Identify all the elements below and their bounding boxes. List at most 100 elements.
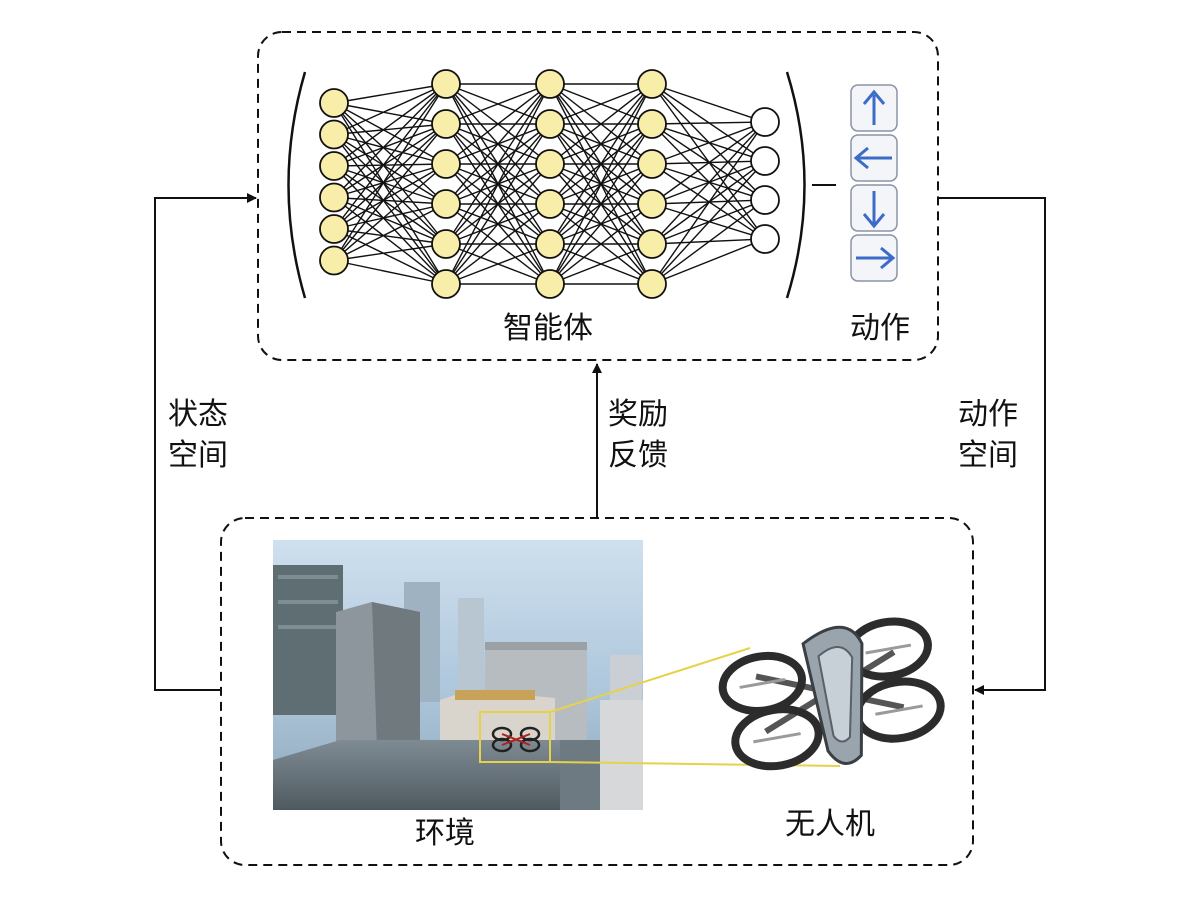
arrow-left-icon: [850, 134, 898, 182]
network-edge: [333, 163, 447, 167]
network-edge: [333, 123, 447, 199]
action-space-label-line1: 动作: [958, 397, 1018, 432]
action-space-label-line2: 空间: [958, 438, 1018, 473]
network-edge: [549, 83, 653, 285]
state-space-label-line2: 空间: [168, 438, 228, 473]
hidden-neuron: [431, 149, 461, 179]
network-edge: [651, 121, 766, 285]
network-right-bracket: [785, 71, 806, 299]
hidden-neuron: [319, 182, 349, 213]
output-neuron: [750, 146, 780, 176]
network-edge: [445, 83, 551, 285]
network-edge: [333, 203, 447, 230]
network-edge: [651, 121, 766, 245]
agent-box: [257, 31, 939, 361]
hidden-neuron: [431, 69, 461, 99]
network-edge: [549, 83, 653, 205]
drone-image: [718, 617, 945, 771]
network-edge: [333, 102, 447, 125]
network-edge: [549, 123, 653, 285]
network-edge: [549, 83, 653, 245]
city-scene-image: [273, 540, 643, 810]
network-edge: [333, 203, 447, 262]
hidden-neuron: [637, 229, 667, 259]
network-edge: [333, 133, 447, 205]
network-edge: [651, 160, 766, 285]
state-space-label-line1: 状态: [168, 397, 228, 432]
hidden-neuron: [319, 214, 349, 244]
hidden-neuron: [637, 189, 667, 219]
network-edge: [549, 83, 653, 125]
network-edge: [651, 238, 766, 285]
network-edge: [333, 83, 447, 230]
drone-highlight-box: [479, 711, 551, 763]
hidden-neuron: [535, 269, 565, 299]
network-edge: [549, 83, 653, 165]
network-edge: [333, 123, 447, 230]
network-edge: [651, 121, 766, 165]
network-edge: [333, 163, 447, 199]
network-edge: [549, 163, 653, 285]
hidden-neuron: [535, 69, 565, 99]
network-edge: [445, 83, 551, 245]
network-edge: [651, 83, 766, 123]
network-edge: [333, 83, 447, 198]
arrow-right-icon: [850, 234, 898, 282]
hidden-neuron: [431, 269, 461, 299]
network-edge: [445, 243, 551, 285]
network-edge: [333, 123, 447, 261]
neural-network: [319, 69, 780, 299]
network-edge: [445, 163, 551, 285]
network-edge: [333, 123, 447, 136]
network-edge: [651, 199, 766, 285]
hidden-neuron: [319, 119, 349, 150]
output-neuron: [750, 185, 780, 215]
drone-label: 无人机: [785, 807, 875, 842]
network-edge: [445, 123, 551, 285]
network-connections: [333, 83, 766, 285]
network-edge: [445, 83, 551, 125]
network-edge: [549, 243, 653, 285]
network-edge: [333, 163, 447, 262]
action-space-arrow: [938, 197, 1046, 695]
network-edge: [445, 203, 551, 285]
network-edge: [651, 121, 766, 125]
network-left-bracket: [287, 71, 307, 299]
action-label: 动作: [850, 311, 910, 346]
reward-feedback-label-line1: 奖励: [608, 397, 668, 432]
state-space-arrow: [154, 193, 257, 691]
hidden-neuron: [535, 189, 565, 219]
network-edge: [333, 83, 447, 261]
network-edge: [651, 121, 766, 205]
arrow-down-icon: [850, 184, 898, 232]
hidden-neuron: [637, 109, 667, 139]
hidden-neuron: [431, 229, 461, 259]
reward-feedback-label-line2: 反馈: [608, 438, 668, 473]
hidden-neuron: [319, 88, 349, 118]
network-edge: [333, 83, 447, 104]
hidden-neuron: [535, 229, 565, 259]
network-edge: [333, 196, 447, 205]
network-edge: [445, 83, 551, 165]
zoom-line-top: [549, 647, 751, 713]
environment-label: 环境: [415, 816, 475, 851]
hidden-neuron: [431, 109, 461, 139]
network-edge: [333, 165, 447, 205]
network-edge: [333, 123, 447, 167]
hidden-neuron: [637, 269, 667, 299]
hidden-neuron: [431, 189, 461, 219]
arrow-up-icon: [850, 84, 898, 132]
network-edge: [333, 243, 447, 262]
hidden-neuron: [535, 149, 565, 179]
network-edge: [333, 83, 447, 136]
network-edge: [333, 83, 447, 167]
hidden-neuron: [319, 245, 349, 276]
agent-label: 智能体: [503, 311, 593, 346]
hidden-neuron: [637, 149, 667, 179]
hidden-neuron: [319, 151, 349, 181]
hidden-neuron: [637, 69, 667, 99]
hidden-neuron: [535, 109, 565, 139]
output-neuron: [750, 107, 780, 137]
network-edge: [333, 133, 447, 165]
network-edge: [549, 203, 653, 285]
